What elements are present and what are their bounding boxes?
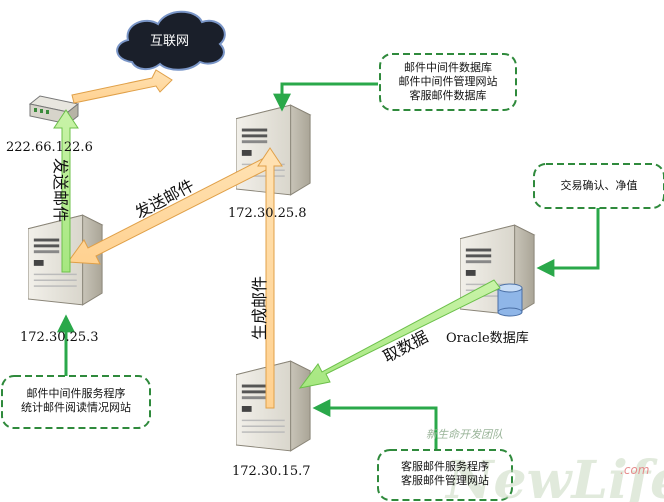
generate-mail-label: 生成邮件 — [250, 275, 269, 340]
connector-top-note — [273, 82, 378, 112]
note-top-text: 邮件中间件数据库 邮件中间件管理网站 客服邮件数据库 — [380, 61, 516, 103]
connector-right-note — [536, 208, 600, 277]
note-top-line: 客服邮件数据库 — [409, 89, 487, 102]
arrow-bottom-to-center — [257, 147, 283, 409]
note-left-line: 邮件中间件服务程序 — [26, 387, 126, 400]
internet-cloud-icon — [116, 10, 226, 71]
arrow-center-to-left — [67, 155, 275, 265]
database-icon — [497, 283, 523, 317]
router-ip-label: 222.66.122.6 — [6, 140, 93, 155]
watermark-logo: NewLifex .com — [444, 450, 664, 502]
oracle-label: Oracle数据库 — [446, 331, 529, 346]
internet-label: 互联网 — [150, 34, 190, 49]
note-left-text: 邮件中间件服务程序 统计邮件阅读情况网站 — [2, 387, 150, 415]
note-bottom-line: 客服邮件服务程序 — [401, 460, 489, 473]
note-bottom-line: 客服邮件管理网站 — [401, 474, 489, 487]
watermark-suffix: .com — [620, 463, 649, 477]
note-box-top — [379, 53, 517, 111]
arrow-oracle-to-bottom — [298, 279, 501, 389]
bottom-server-ip-label: 172.30.15.7 — [232, 464, 311, 479]
note-box-right — [533, 163, 664, 209]
center-server-ip-label: 172.30.25.8 — [228, 206, 307, 221]
send-mail-vertical-label: 发送邮件 — [51, 158, 70, 223]
arrow-left-to-router — [53, 109, 79, 273]
note-right-line: 交易确认、净值 — [560, 179, 638, 192]
connector-bottom-note — [312, 399, 438, 450]
watermark-brand: NewLifex — [444, 450, 664, 502]
note-top-line: 邮件中间件数据库 — [404, 61, 492, 74]
arrow-router-to-cloud — [71, 69, 173, 104]
note-top-line: 邮件中间件管理网站 — [398, 75, 498, 88]
note-box-left — [1, 375, 151, 429]
note-left-line: 统计邮件阅读情况网站 — [21, 401, 131, 414]
watermark-team: 新生命开发团队 — [426, 428, 503, 441]
note-bottom-text: 客服邮件服务程序 客服邮件管理网站 — [378, 460, 512, 488]
left-server-ip-label: 172.30.25.3 — [20, 330, 99, 345]
note-right-text: 交易确认、净值 — [534, 179, 664, 193]
note-box-bottom — [377, 449, 513, 501]
